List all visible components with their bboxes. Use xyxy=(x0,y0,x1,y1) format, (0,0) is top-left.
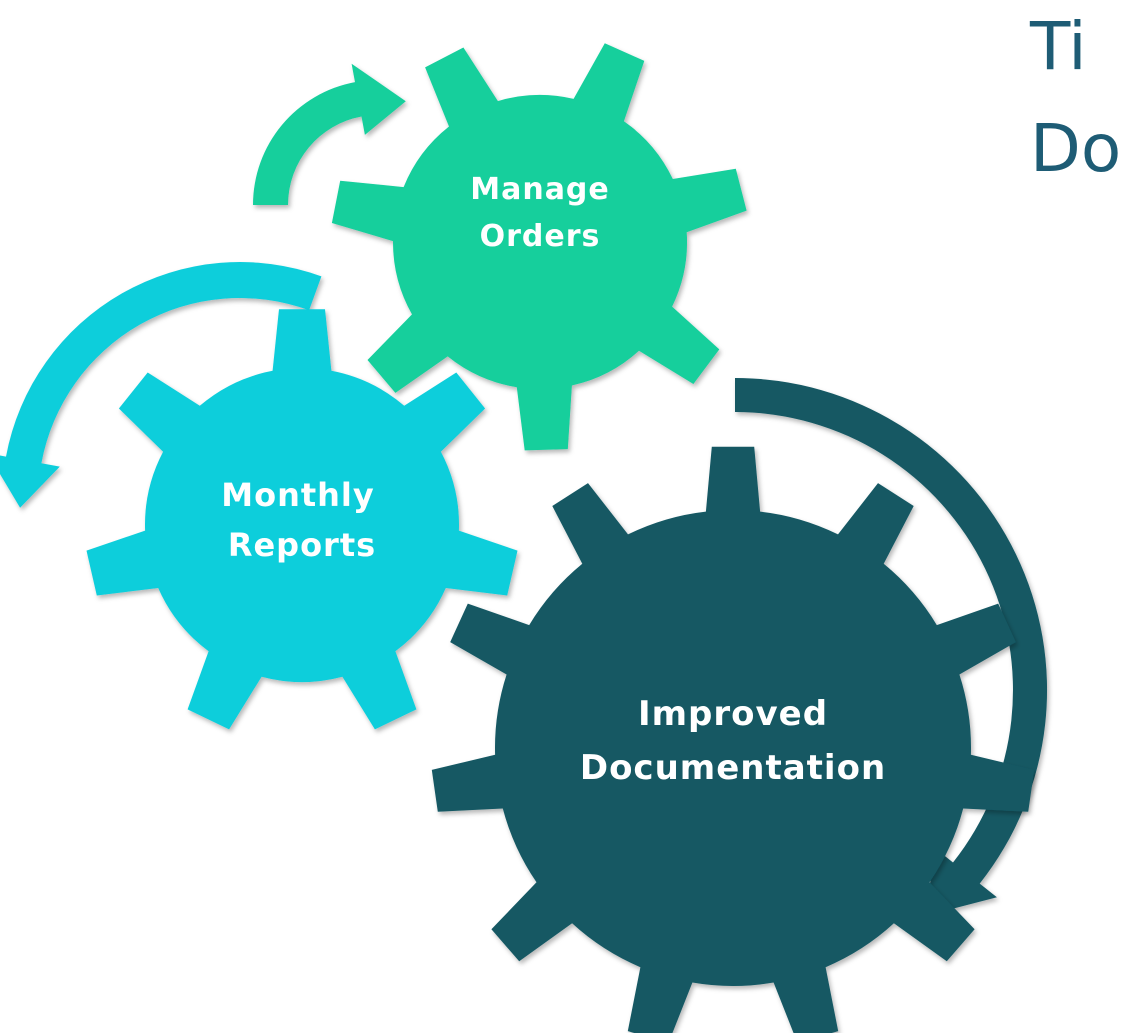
manage-orders-label-line1: Manage xyxy=(470,172,610,207)
monthly-reports-gear-shape xyxy=(86,309,518,730)
dark-arrow-body xyxy=(735,377,1048,916)
green-arrow-body xyxy=(253,63,406,206)
improved-documentation-label-line2: Documentation xyxy=(580,748,886,788)
green-curved-arrow xyxy=(253,63,406,206)
cyan-curved-arrow xyxy=(0,262,322,508)
monthly-reports-label-line2: Reports xyxy=(228,526,376,564)
improved-documentation-label-line1: Improved xyxy=(638,694,828,734)
gear-monthly-reports: Monthly Reports xyxy=(86,309,518,730)
manage-orders-label-line2: Orders xyxy=(480,219,601,254)
gear-manage-orders: Manage Orders xyxy=(331,43,747,451)
improved-documentation-gear-shape xyxy=(431,446,1035,1033)
gear-improved-documentation: Improved Documentation xyxy=(431,446,1035,1033)
slide-title-line-2: Do xyxy=(1030,110,1122,187)
slide-title-line-1: Ti xyxy=(1030,8,1087,85)
manage-orders-gear-shape xyxy=(331,43,747,451)
dark-curved-arrow xyxy=(735,377,1048,916)
monthly-reports-label-line1: Monthly xyxy=(221,476,375,514)
cyan-arrow-body xyxy=(0,262,322,508)
